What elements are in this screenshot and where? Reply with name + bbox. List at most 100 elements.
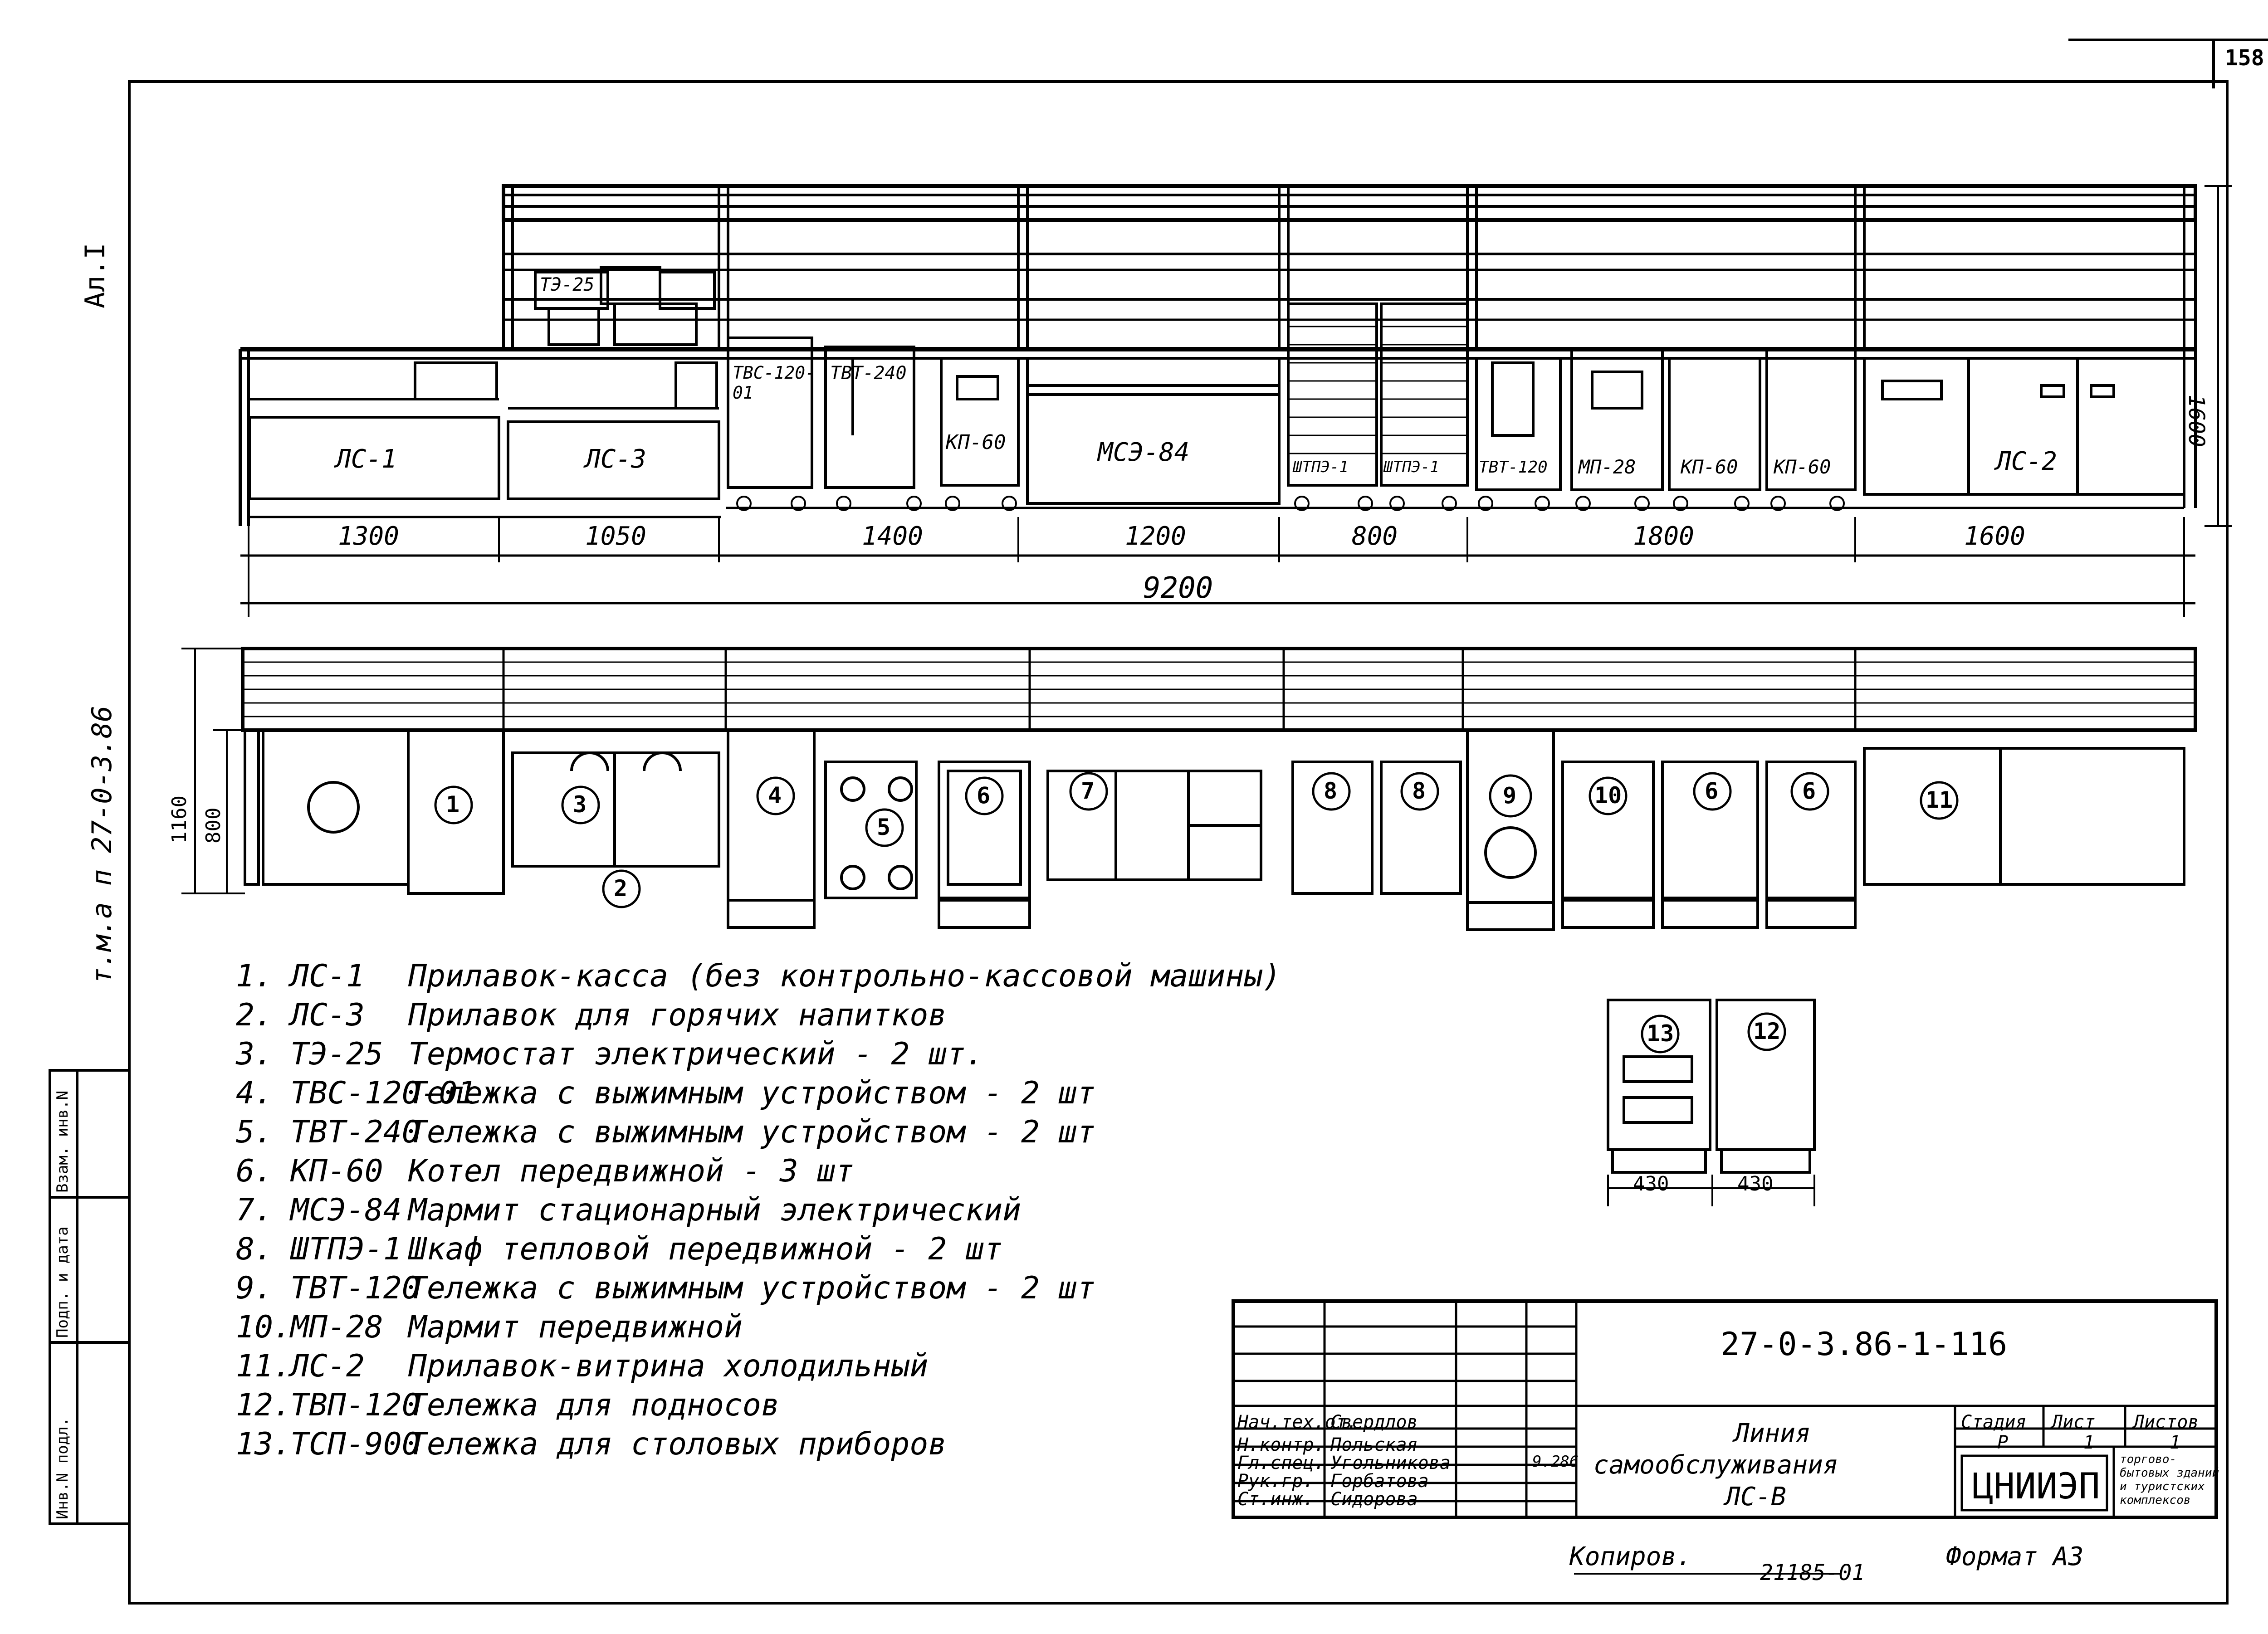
title-block-grid (1232, 1299, 2218, 1519)
marker-number: 6 (1802, 778, 1816, 804)
unit-label: ТВТ-240 (830, 363, 907, 384)
legend-text: Котел передвижной - 3 шт (408, 1153, 854, 1189)
role-label: Нач.тех.от. (1237, 1412, 1358, 1433)
page-number: 158 (2225, 45, 2264, 71)
unit-label: ЛС-1 (336, 444, 397, 474)
plan-marker-labels: 1 3 4 5 6 7 8 8 9 10 6 6 11 2 13 12 430 … (168, 778, 1953, 1195)
marker-number: 5 (877, 814, 891, 840)
copied-label: Копиров. (1569, 1542, 1692, 1571)
side-stamp (49, 1069, 131, 1525)
total-dim-label: 9200 (1143, 571, 1213, 605)
elevation-view (239, 184, 2232, 617)
legend-text: Тележка с выжимным устройством - 2 шт (408, 1114, 1095, 1150)
title-line: ЛС-В (1725, 1482, 1786, 1512)
legend-text: Шкаф тепловой передвижной - 2 шт (408, 1231, 1003, 1267)
unit-label: ШТПЭ-1 (1293, 458, 1349, 476)
legend-code: ТСП-900 (290, 1426, 420, 1462)
title-line: Линия (1734, 1419, 1811, 1448)
dim-label: 430 (1737, 1172, 1774, 1195)
org-name: ЦНИИЭП (1972, 1466, 2100, 1507)
format-label: Формат А3 (1946, 1542, 2084, 1571)
legend-code: КП-60 (290, 1153, 383, 1189)
unit-label: ШТПЭ-1 (1383, 458, 1439, 476)
person-name: Свердлов (1330, 1412, 1418, 1433)
legend-num: 13. (236, 1426, 292, 1462)
legend-code: ТВС-120-01 (290, 1075, 476, 1111)
trolleys-view (1607, 999, 1816, 1206)
drawing-frame (128, 80, 2229, 1605)
legend-text: Тележка с выжимным устройством - 2 шт (408, 1075, 1095, 1111)
legend-code: МП-28 (290, 1309, 383, 1345)
unit-label: КП-60 (1774, 456, 1831, 478)
dim-label: 1200 (1125, 522, 1186, 551)
stamp-label: Подп. и дата (54, 1226, 72, 1338)
marker-number: 10 (1594, 782, 1622, 809)
org-sub: торгово-бытовых зданий и туристских комп… (2120, 1453, 2219, 1507)
plan-markers (434, 772, 1959, 1054)
marker-number: 11 (1926, 787, 1953, 813)
legend-num: 5. (236, 1114, 273, 1150)
legend-code: ЛС-1 (290, 958, 365, 994)
legend-num: 10. (236, 1309, 292, 1345)
role-label: Рук.гр. (1237, 1471, 1314, 1492)
plan-view (181, 647, 2197, 931)
dim-label: 1050 (585, 522, 646, 551)
legend-num: 6. (236, 1153, 273, 1189)
legend-num: 2. (236, 997, 273, 1033)
legend-num: 4. (236, 1075, 273, 1111)
marker-number: 9 (1503, 782, 1517, 809)
unit-label: ТЭ-25 (540, 274, 595, 295)
dim-label: 1300 (338, 522, 399, 551)
marker-number: 6 (1705, 778, 1719, 804)
doc-number: 27-0-3.86-1-116 (1721, 1326, 2008, 1363)
legend-num: 11. (236, 1348, 292, 1384)
person-name: Польская (1330, 1434, 1418, 1455)
unit-label: МСЭ-84 (1098, 438, 1190, 467)
album-label: Ал.I (79, 243, 111, 309)
legend-code: ТВП-120 (290, 1387, 420, 1423)
unit-label: КП-60 (946, 431, 1006, 454)
legend-code: ШТПЭ-1 (290, 1231, 402, 1267)
role-label: Ст.инж. (1237, 1489, 1314, 1510)
legend-num: 12. (236, 1387, 292, 1423)
unit-label: ЛС-3 (585, 444, 646, 474)
legend-num: 8. (236, 1231, 273, 1267)
marker-number: 6 (977, 782, 991, 809)
unit-label: КП-60 (1681, 456, 1738, 478)
unit-label: МП-28 (1579, 456, 1636, 478)
marker-number: 12 (1753, 1018, 1781, 1044)
marker-number: 3 (573, 791, 587, 818)
dim-label: 800 (1352, 522, 1398, 551)
stage-header: Стадия (1961, 1412, 2027, 1433)
legend-code: МСЭ-84 (290, 1192, 402, 1228)
legend-code: ЛС-3 (290, 997, 365, 1033)
legend-text: Термостат электрический - 2 шт. (408, 1036, 984, 1072)
legend-text: Прилавок-витрина холодильный (408, 1348, 929, 1384)
legend-num: 7. (236, 1192, 273, 1228)
stamp-label: Взам. инв.N (54, 1090, 72, 1193)
date: 9.286 (1532, 1453, 1579, 1471)
legend-code: ТВТ-120 (290, 1270, 420, 1306)
legend-text: Тележка с выжимным устройством - 2 шт (408, 1270, 1095, 1306)
dim-label: 1160 (168, 795, 191, 844)
elevation-labels: ЛС-1 ЛС-3 ТВС-120-01 ТВТ-240 КП-60 МСЭ-8… (0, 0, 2268, 635)
dim-label: 1600 (1964, 522, 2025, 551)
legend-num: 1. (236, 958, 273, 994)
person-name: Сидорова (1330, 1489, 1418, 1510)
marker-number: 8 (1412, 778, 1426, 804)
marker-number: 8 (1324, 778, 1338, 804)
stamp-label: Инв.N подл. (54, 1417, 72, 1519)
role-label: Гл.спец. (1237, 1453, 1325, 1473)
side-label: т.м.а п 27-0-3.86 (86, 705, 118, 984)
